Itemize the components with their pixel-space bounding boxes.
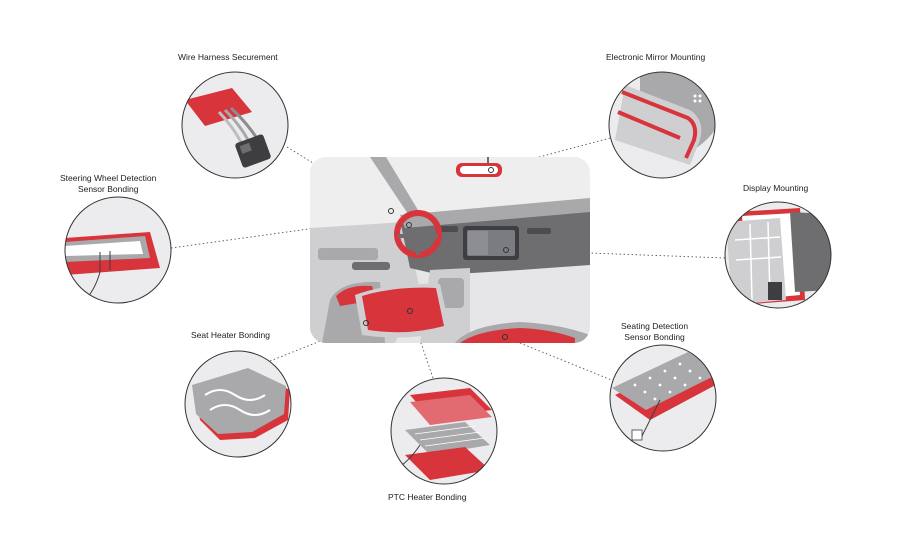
- label-seat-heater: Seat Heater Bonding: [191, 330, 270, 340]
- detail-display-mounting: [724, 201, 832, 309]
- marker-display: [503, 247, 509, 253]
- leader-electronic-mirror: [490, 137, 611, 171]
- marker-seating-detection: [502, 334, 508, 340]
- label-seating-detection-line2: Sensor Bonding: [624, 332, 685, 342]
- marker-wire-harness: [388, 208, 394, 214]
- leader-seat-heater: [269, 322, 367, 362]
- label-display-mounting: Display Mounting: [743, 183, 809, 193]
- marker-seat-heater: [363, 320, 369, 326]
- detail-electronic-mirror: [608, 71, 716, 179]
- label-electronic-mirror: Electronic Mirror Mounting: [606, 52, 706, 62]
- marker-ptc: [407, 308, 413, 314]
- label-steering-wheel: Steering Wheel Detection Sensor Bonding: [60, 173, 156, 195]
- label-steering-wheel-line1: Steering Wheel Detection: [60, 173, 157, 183]
- leader-steering-wheel: [170, 217, 389, 249]
- marker-mirror: [488, 167, 494, 173]
- label-wire-harness: Wire Harness Securement: [178, 52, 278, 62]
- label-ptc-heater: PTC Heater Bonding: [388, 492, 467, 502]
- label-seating-detection-line1: Seating Detection: [621, 321, 689, 331]
- leader-seating-detection: [504, 336, 615, 382]
- label-steering-wheel-line2: Sensor Bonding: [77, 184, 139, 194]
- detail-wire-harness: [181, 71, 289, 179]
- detail-steering-wheel: [64, 196, 172, 304]
- detail-ptc-heater: [390, 377, 498, 485]
- label-seating-detection: Seating Detection Sensor Bonding: [621, 321, 688, 343]
- car-interior-illustration: [310, 157, 590, 343]
- marker-steering: [406, 222, 412, 228]
- detail-seat-heater: [184, 350, 292, 458]
- detail-seating-detection: [609, 344, 717, 452]
